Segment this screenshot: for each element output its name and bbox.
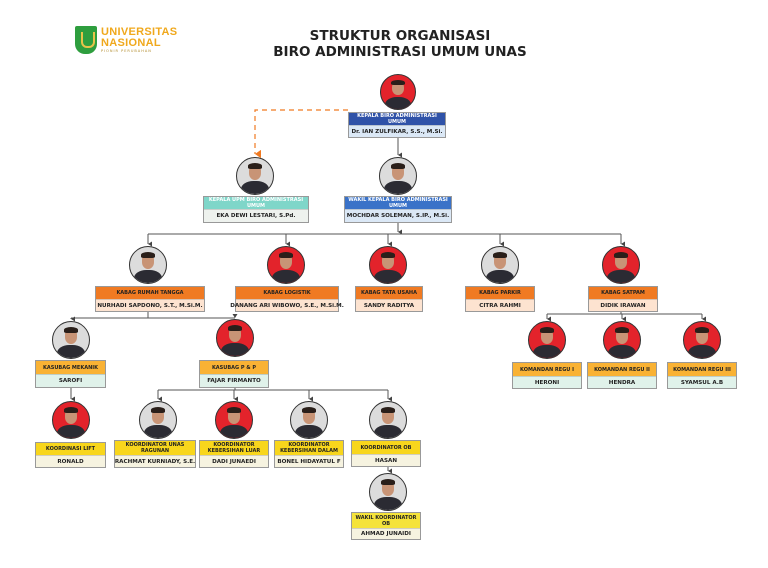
position-title: KOORDINATOR KEBERSIHAN DALAM [275,441,343,455]
logo-line2: NASIONAL [101,36,161,49]
kabag-parkir-photo [481,246,519,284]
person-name: SANDY RADITYA [356,299,422,311]
person-name: RACHMAT KURNIADY, S.E. [115,455,195,467]
title-line1: STRUKTUR ORGANISASI [309,28,491,44]
person-name: DIDIK IRAWAN [589,299,657,311]
position-title: WAKIL KOORDINATOR OB [352,513,420,528]
position-title: KABAG LOGISTIK [236,287,338,299]
position-title: KABAG RUMAH TANGGA [96,287,204,299]
koordinator-ragunan-photo [139,401,177,439]
position-title: KOORDINATOR UNAS RAGUNAN [115,441,195,455]
kabag-logistik-photo [267,246,305,284]
koordinator-kebersihan-dalam-photo [290,401,328,439]
person-name: BONEL HIDAYATUL F [275,455,343,467]
wakil-photo [379,157,417,195]
komandan-regu-2-photo [603,321,641,359]
kabag-tata-usaha-photo [369,246,407,284]
person-name: NURHADI SAPDONO, S.T., M.Si.M. [96,299,204,311]
person-name: CITRA RAHMI [466,299,534,311]
komandan-regu-3-photo [683,321,721,359]
logo-tagline: PIONIR PERUBAHAN [101,48,152,53]
position-title: KEPALA BIRO ADMINISTRASI UMUM [349,113,445,125]
person-name: HASAN [352,454,420,466]
person-name: FAJAR FIRMANTO [200,374,268,387]
chart-title: STRUKTUR ORGANISASI BIRO ADMINISTRASI UM… [250,28,550,60]
position-title: WAKIL KEPALA BIRO ADMINISTRASI UMUM [345,197,451,209]
position-title: KABAG SATPAM [589,287,657,299]
position-title: KASUBAG P & P [200,361,268,374]
kasubag-mekanik-photo [52,321,90,359]
upm-photo [236,157,274,195]
position-title: KOMANDAN REGU I [513,363,581,376]
person-name: SAROFI [36,374,105,387]
wakil-koordinator-ob-photo [369,473,407,511]
university-shield-icon [75,26,97,54]
university-logo: UNIVERSITAS NASIONAL PIONIR PERUBAHAN [75,26,177,54]
connector-line [71,311,235,319]
position-title: KOMANDAN REGU II [588,363,656,376]
koordinator-kebersihan-luar-photo [215,401,253,439]
person-name: AHMAD JUNAIDI [352,528,420,539]
position-title: KABAG TATA USAHA [356,287,422,299]
person-name: HENDRA [588,376,656,388]
person-name: Dr. IAN ZULFIKAR, S.S., M.Si. [349,125,445,137]
person-name: RONALD [36,455,105,467]
person-name: DANANG ARI WIBOWO, S.E., M.Si.M. [230,299,344,311]
logo-line1: UNIVERSITAS [101,25,178,38]
komandan-regu-1-photo [528,321,566,359]
position-title: KOORDINATOR OB [352,441,420,454]
position-title: KEPALA UPM BIRO ADMINISTRASI UMUM [204,197,308,209]
dashed-connector-upm [254,109,348,159]
kabag-rumah-tangga-photo [129,246,167,284]
position-title: KABAG PARKIR [466,287,534,299]
kabag-satpam-photo [602,246,640,284]
koordinasi-lift-photo [52,401,90,439]
person-name: HERONI [513,376,581,388]
position-title: KOORDINASI LIFT [36,443,105,455]
position-title: KOMANDAN REGU III [668,363,736,376]
kasubag-pp-photo [216,319,254,357]
position-title: KASUBAG MEKANIK [36,361,105,374]
kepala-photo [380,74,416,110]
connector-line [158,386,388,391]
person-name: SYAMSUL A.B [668,376,736,388]
person-name: MOCHDAR SOLEMAN, S.IP., M.Si. [345,209,451,222]
person-name: EKA DEWI LESTARI, S.Pd. [204,209,308,222]
title-line2: BIRO ADMINISTRASI UMUM UNAS [273,44,527,60]
position-title: KOORDINATOR KEBERSIHAN LUAR [200,441,268,455]
person-name: DADI JUNAEDI [200,455,268,467]
koordinator-ob-photo [369,401,407,439]
